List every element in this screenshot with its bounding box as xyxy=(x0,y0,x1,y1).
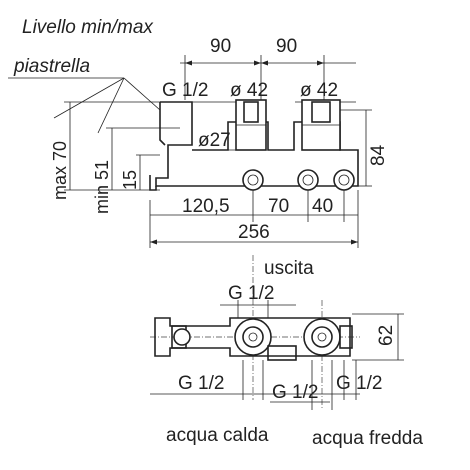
cold-water-label: acqua fredda xyxy=(312,428,423,449)
bottom-dimension-chain xyxy=(149,190,359,248)
max-70-label: max 70 xyxy=(50,141,70,200)
outlet-label: uscita xyxy=(264,258,314,279)
thread-top-label: G 1/2 xyxy=(162,80,208,101)
dimension-84 xyxy=(340,109,372,187)
thread-outlet-label: G 1/2 xyxy=(228,283,274,304)
outlet-dimension xyxy=(220,300,296,318)
elevation-view: Livello min/max piastrella max 70 min 51… xyxy=(8,17,389,248)
thread-bottom-left-label: G 1/2 xyxy=(178,373,224,394)
tile-level-label: Livello min/max xyxy=(22,17,154,38)
dim-256-label: 256 xyxy=(238,222,270,243)
dim-90-right-label: 90 xyxy=(276,36,297,57)
hot-water-label: acqua calda xyxy=(166,425,269,446)
dim-62-label: 62 xyxy=(376,325,397,346)
min-51-label: min 51 xyxy=(92,160,112,214)
bottom-thread-dimensions xyxy=(150,360,360,410)
dim-84-label: 84 xyxy=(368,144,389,166)
dim-40-label: 40 xyxy=(312,196,333,217)
dia-42-left-label: ø 42 xyxy=(230,80,268,101)
tile-label: piastrella xyxy=(13,56,90,77)
top-dimension-chain xyxy=(180,55,356,100)
plan-view: uscita G 1/2 62 G 1/2 G 1/2 G 1/2 acqua … xyxy=(150,255,423,449)
dim-90-left-label: 90 xyxy=(210,36,231,57)
dim-70-label: 70 xyxy=(268,196,289,217)
valve-body-elevation xyxy=(149,99,359,191)
vertical-dimensions-left xyxy=(64,101,180,191)
dia-42-right-label: ø 42 xyxy=(300,80,338,101)
thread-bottom-right-label: G 1/2 xyxy=(336,373,382,394)
tile-level-leaders xyxy=(8,77,161,134)
valve-body-plan xyxy=(154,317,353,361)
thread-bottom-mid-label: G 1/2 xyxy=(272,382,318,403)
dim-15-label: 15 xyxy=(120,170,140,190)
dim-120-5-label: 120,5 xyxy=(182,196,230,217)
dimension-62 xyxy=(352,313,404,361)
dia-27-label: ø27 xyxy=(198,130,231,151)
